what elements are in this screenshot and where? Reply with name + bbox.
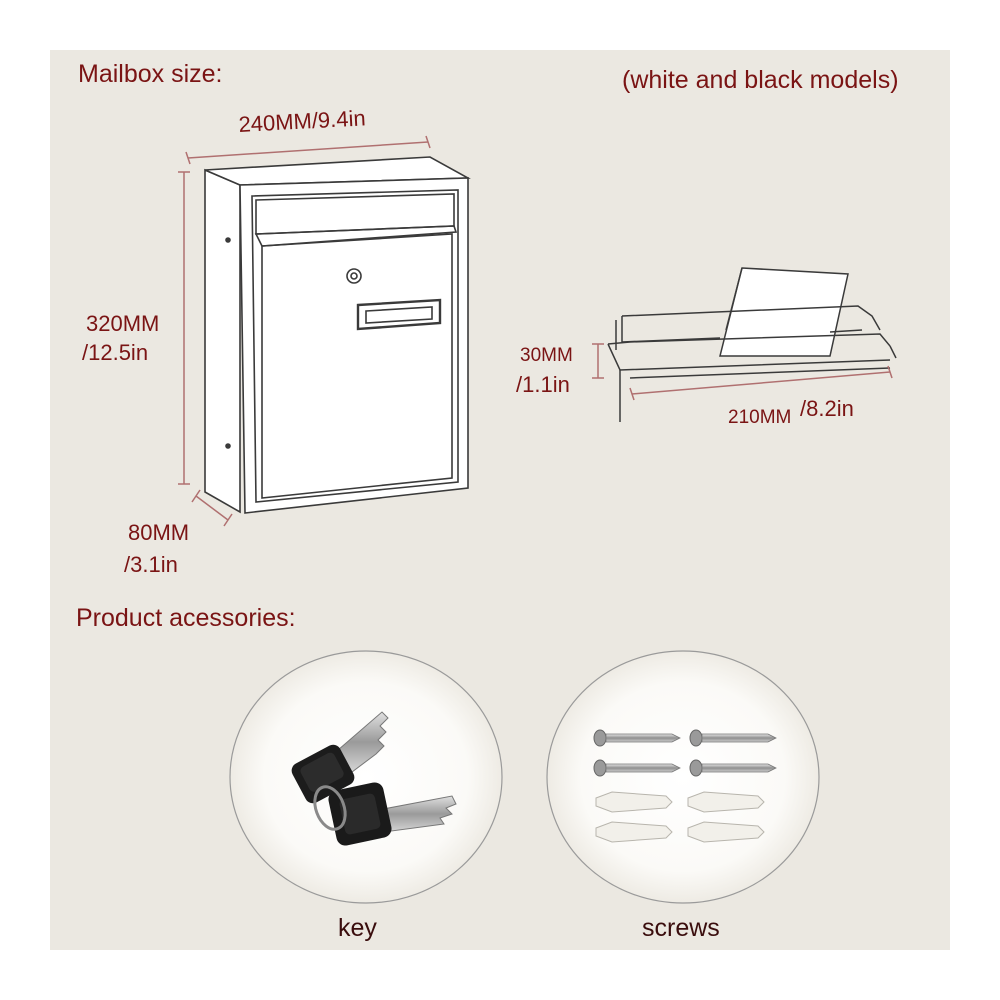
slot-drawing	[607, 267, 897, 422]
mailbox-size-heading: Mailbox size:	[78, 60, 223, 88]
key-icon	[291, 711, 457, 846]
slot-width-mm: 210MM	[728, 407, 792, 428]
mailbox-dimension-lines	[178, 135, 431, 527]
mailbox-drawing	[204, 156, 471, 514]
depth-dimension-mm: 80MM	[128, 520, 190, 545]
depth-dimension-in: /3.1in	[124, 552, 178, 577]
height-dimension-mm: 320MM	[86, 311, 160, 336]
key-accessory	[229, 650, 503, 904]
screws-label: screws	[642, 914, 720, 942]
slot-width-in: /8.2in	[800, 396, 854, 421]
height-dimension-in: /12.5in	[82, 340, 149, 365]
slot-dimension-lines	[592, 343, 893, 401]
accessories-heading: Product acessories:	[76, 604, 296, 632]
screws-accessory	[546, 650, 820, 904]
key-label: key	[338, 914, 377, 942]
slot-height-mm: 30MM	[520, 345, 573, 366]
models-note: (white and black models)	[622, 66, 899, 94]
slot-height-in: /1.1in	[516, 372, 570, 397]
screws-icon	[593, 729, 777, 843]
